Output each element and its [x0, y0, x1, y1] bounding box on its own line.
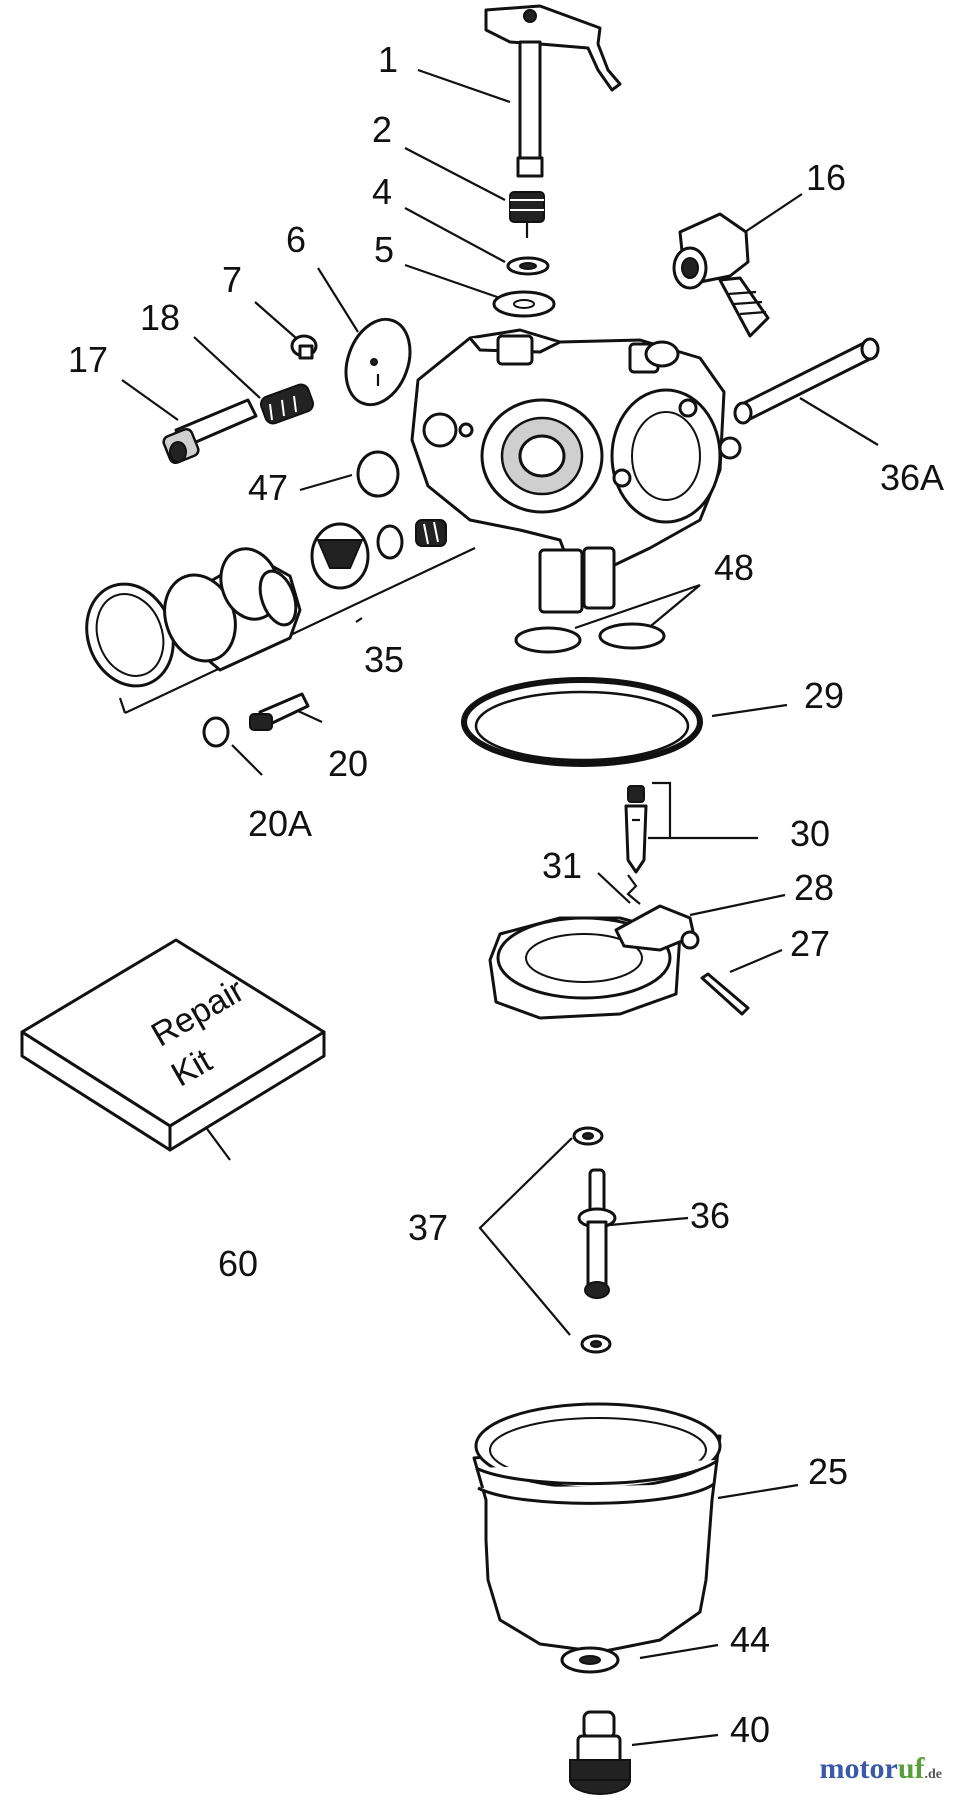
callout-4: 4: [372, 171, 392, 212]
watermark-part-b: uf: [897, 1752, 925, 1785]
part-31-clip: [626, 874, 641, 905]
part-20-needle: [249, 692, 310, 731]
part-47-cap: [356, 450, 400, 498]
callout-30: 30: [790, 813, 830, 854]
part-48-gasket-left: [514, 626, 582, 654]
part-1-choke-shaft: [484, 4, 622, 178]
callout-29: 29: [804, 675, 844, 716]
callout-60: 60: [218, 1243, 258, 1284]
callout-20a: 20A: [248, 803, 312, 844]
callout-28: 28: [794, 867, 834, 908]
watermark-part-c: .de: [924, 1767, 943, 1782]
callout-31: 31: [542, 845, 582, 886]
callout-16: 16: [806, 157, 846, 198]
part-27-pin: [700, 972, 750, 1016]
callout-36: 36: [690, 1195, 730, 1236]
callout-18: 18: [140, 297, 180, 338]
part-30-needle-valve: [624, 785, 648, 874]
callout-6: 6: [286, 219, 306, 260]
part-20a-plug: [202, 716, 230, 748]
callout-44: 44: [730, 1619, 770, 1660]
motoruf-watermark-logo: motoruf.de: [820, 1752, 942, 1786]
part-37-washers: [572, 1126, 612, 1354]
part-40-drain-screw: [569, 1710, 631, 1795]
callout-labels: 1 2 4 5 6 7 16 18 17 36A 47 48 35 29 20 …: [68, 39, 944, 1750]
callout-25: 25: [808, 1451, 848, 1492]
part-28-float: [488, 904, 700, 1020]
callout-20: 20: [328, 743, 368, 784]
callout-37: 37: [408, 1207, 448, 1248]
part-2-spring: [509, 191, 545, 238]
part-17-mixture-screw: [162, 398, 258, 465]
callout-40: 40: [730, 1709, 770, 1750]
callout-36a: 36A: [880, 457, 944, 498]
part-60-repair-kit-box: Repair Kit: [20, 938, 326, 1152]
watermark-part-a: motor: [819, 1752, 898, 1785]
callout-35: 35: [364, 639, 404, 680]
callout-1: 1: [378, 39, 398, 80]
part-35-primer-assembly: [85, 519, 447, 688]
callout-27: 27: [790, 923, 830, 964]
callout-7: 7: [222, 259, 242, 300]
part-44-washer-hole: [579, 1655, 601, 1665]
part-4-seal-hole: [519, 262, 537, 270]
callout-47: 47: [248, 467, 288, 508]
carburetor-body: [410, 328, 742, 614]
part-36a-tube: [733, 337, 880, 425]
callout-17: 17: [68, 339, 108, 380]
callout-48: 48: [714, 547, 754, 588]
callout-5: 5: [374, 229, 394, 270]
part-16-fuel-inlet-elbow: [672, 212, 770, 338]
part-7-screw: [290, 334, 318, 360]
callout-2: 2: [372, 109, 392, 150]
part-25-float-bowl: [472, 1402, 722, 1654]
part-5-washer-hole: [513, 299, 535, 309]
part-36-bolt: [577, 1168, 617, 1299]
part-6-throttle-plate: [344, 317, 412, 407]
part-18-spring: [259, 383, 315, 425]
part-48-gasket-right: [598, 622, 666, 650]
part-29-bowl-gasket: [461, 677, 703, 767]
